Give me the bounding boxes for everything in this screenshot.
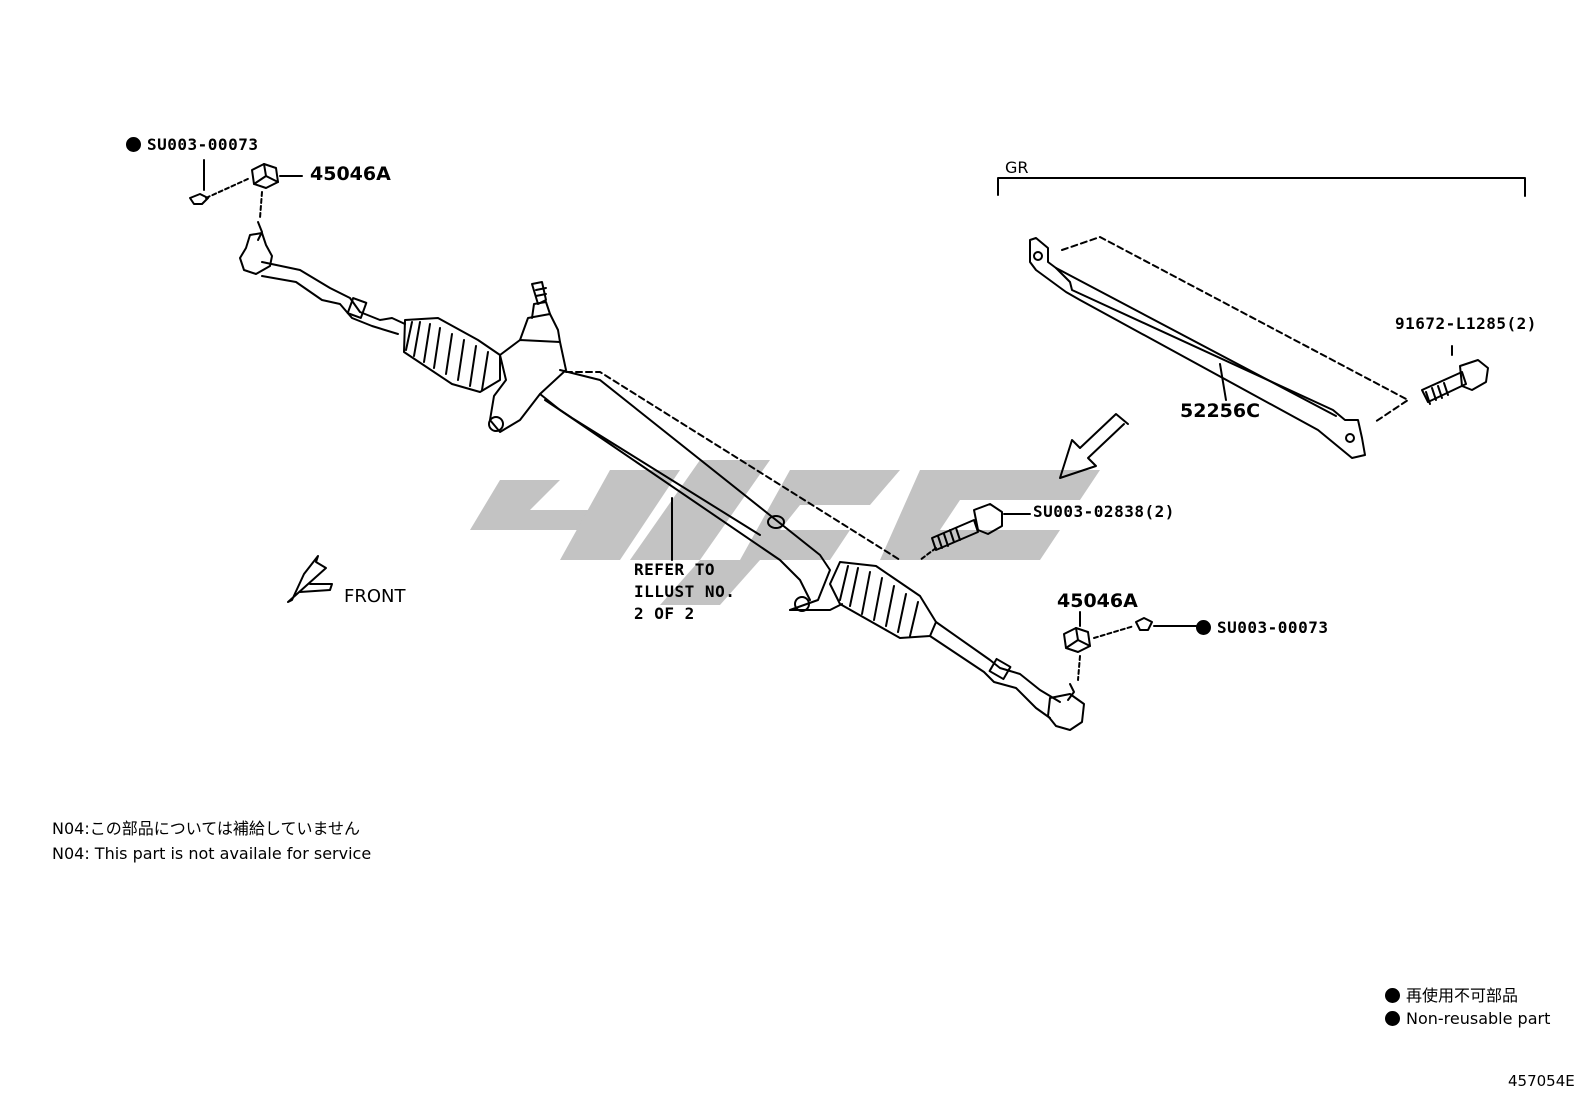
- note-n04-en: N04: This part is not availale for servi…: [52, 846, 371, 862]
- cotter-pin-label-left: SU003-00073: [126, 137, 258, 153]
- mount-bolt-label: SU003-02838(2): [1033, 502, 1175, 521]
- refer-label-line1: REFER TO: [634, 560, 716, 579]
- left-nut-part: [251, 163, 303, 219]
- left-cotter-pin-part: [189, 159, 251, 205]
- note-text: : This part is not availale for service: [84, 844, 372, 863]
- non-reusable-dot-icon: [126, 137, 141, 152]
- refer-label-line2: ILLUST NO.: [634, 582, 736, 601]
- bracket-label: 52256C: [1180, 400, 1261, 422]
- rack-housing-part: [488, 281, 901, 612]
- note-code: N04: [52, 819, 85, 838]
- right-boot-part: [829, 561, 937, 639]
- note-text: :この部品については補給していません: [84, 819, 360, 838]
- cotter-pin-label-right: SU003-00073: [1196, 620, 1328, 636]
- refer-label-line3: 2 OF 2: [634, 604, 695, 623]
- right-nut-part: [1063, 611, 1091, 681]
- direction-arrow: [1059, 413, 1129, 479]
- left-boot-part: [403, 317, 501, 393]
- note-code: N04: [52, 844, 85, 863]
- front-arrow-icon: [287, 555, 333, 603]
- legend-jp: 再使用不可部品: [1385, 982, 1518, 1006]
- bracket-bolt-part: [1421, 345, 1489, 405]
- mount-bolt-part: [919, 503, 1031, 561]
- bracket-leader-line: [1219, 363, 1227, 401]
- nut-label-right: 45046A: [1057, 590, 1138, 612]
- non-reusable-dot-icon: [1385, 1011, 1400, 1026]
- bracket-52256c-part: [1029, 236, 1409, 459]
- non-reusable-dot-icon: [1196, 620, 1211, 635]
- gr-bracket-line: [997, 177, 1526, 197]
- right-tie-rod-end-part: [929, 621, 1085, 731]
- note-n04-jp: N04:この部品については補給していません: [52, 821, 360, 837]
- watermark-logo: [470, 460, 1100, 605]
- legend-en: Non-reusable part: [1385, 1009, 1550, 1028]
- left-tie-rod-end-part: [239, 221, 406, 335]
- front-label: FRONT: [344, 586, 406, 607]
- figure-id: 457054E: [1508, 1072, 1575, 1090]
- nut-label-left: 45046A: [310, 163, 391, 185]
- gr-label: GR: [1005, 158, 1029, 177]
- non-reusable-dot-icon: [1385, 988, 1400, 1003]
- bracket-bolt-label: 91672-L1285(2): [1395, 314, 1537, 333]
- right-cotter-pin-part: [1093, 617, 1197, 639]
